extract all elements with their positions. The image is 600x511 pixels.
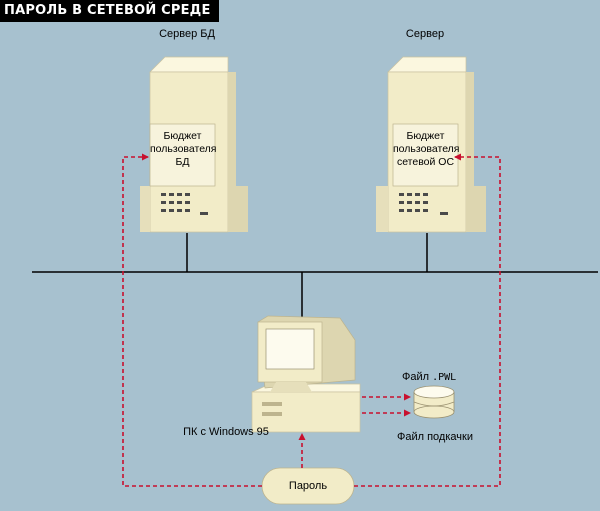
pwl-file-label: Файл .PWL xyxy=(402,371,456,383)
db-account-line: БД xyxy=(175,156,190,168)
disk-icon xyxy=(413,385,455,419)
server-db-label: Сервер БД xyxy=(159,28,215,40)
password-flow xyxy=(122,153,501,487)
file-ext: .PWL xyxy=(432,372,457,383)
os-account-text: Бюджет пользователя сетевой ОС xyxy=(393,130,460,169)
file-prefix: Файл xyxy=(402,371,430,383)
os-account-line: сетевой ОС xyxy=(396,156,455,168)
pc-icon xyxy=(251,315,361,433)
password-label: Пароль xyxy=(288,480,328,492)
os-account-line: пользователя xyxy=(393,143,460,155)
os-account-line: Бюджет xyxy=(406,130,445,142)
diagram-title: ПАРОЛЬ В СЕТЕВОЙ СРЕДЕ xyxy=(0,0,219,22)
server-db-icon xyxy=(140,56,248,233)
db-account-text: Бюджет пользователя БД xyxy=(150,130,217,169)
pc-label: ПК с Windows 95 xyxy=(183,426,269,438)
server-os-icon xyxy=(376,56,486,233)
server-os-label: Сервер xyxy=(405,28,445,40)
swap-file-label: Файл подкачки xyxy=(397,431,473,443)
db-account-line: Бюджет xyxy=(163,130,202,142)
db-account-line: пользователя xyxy=(150,143,217,155)
